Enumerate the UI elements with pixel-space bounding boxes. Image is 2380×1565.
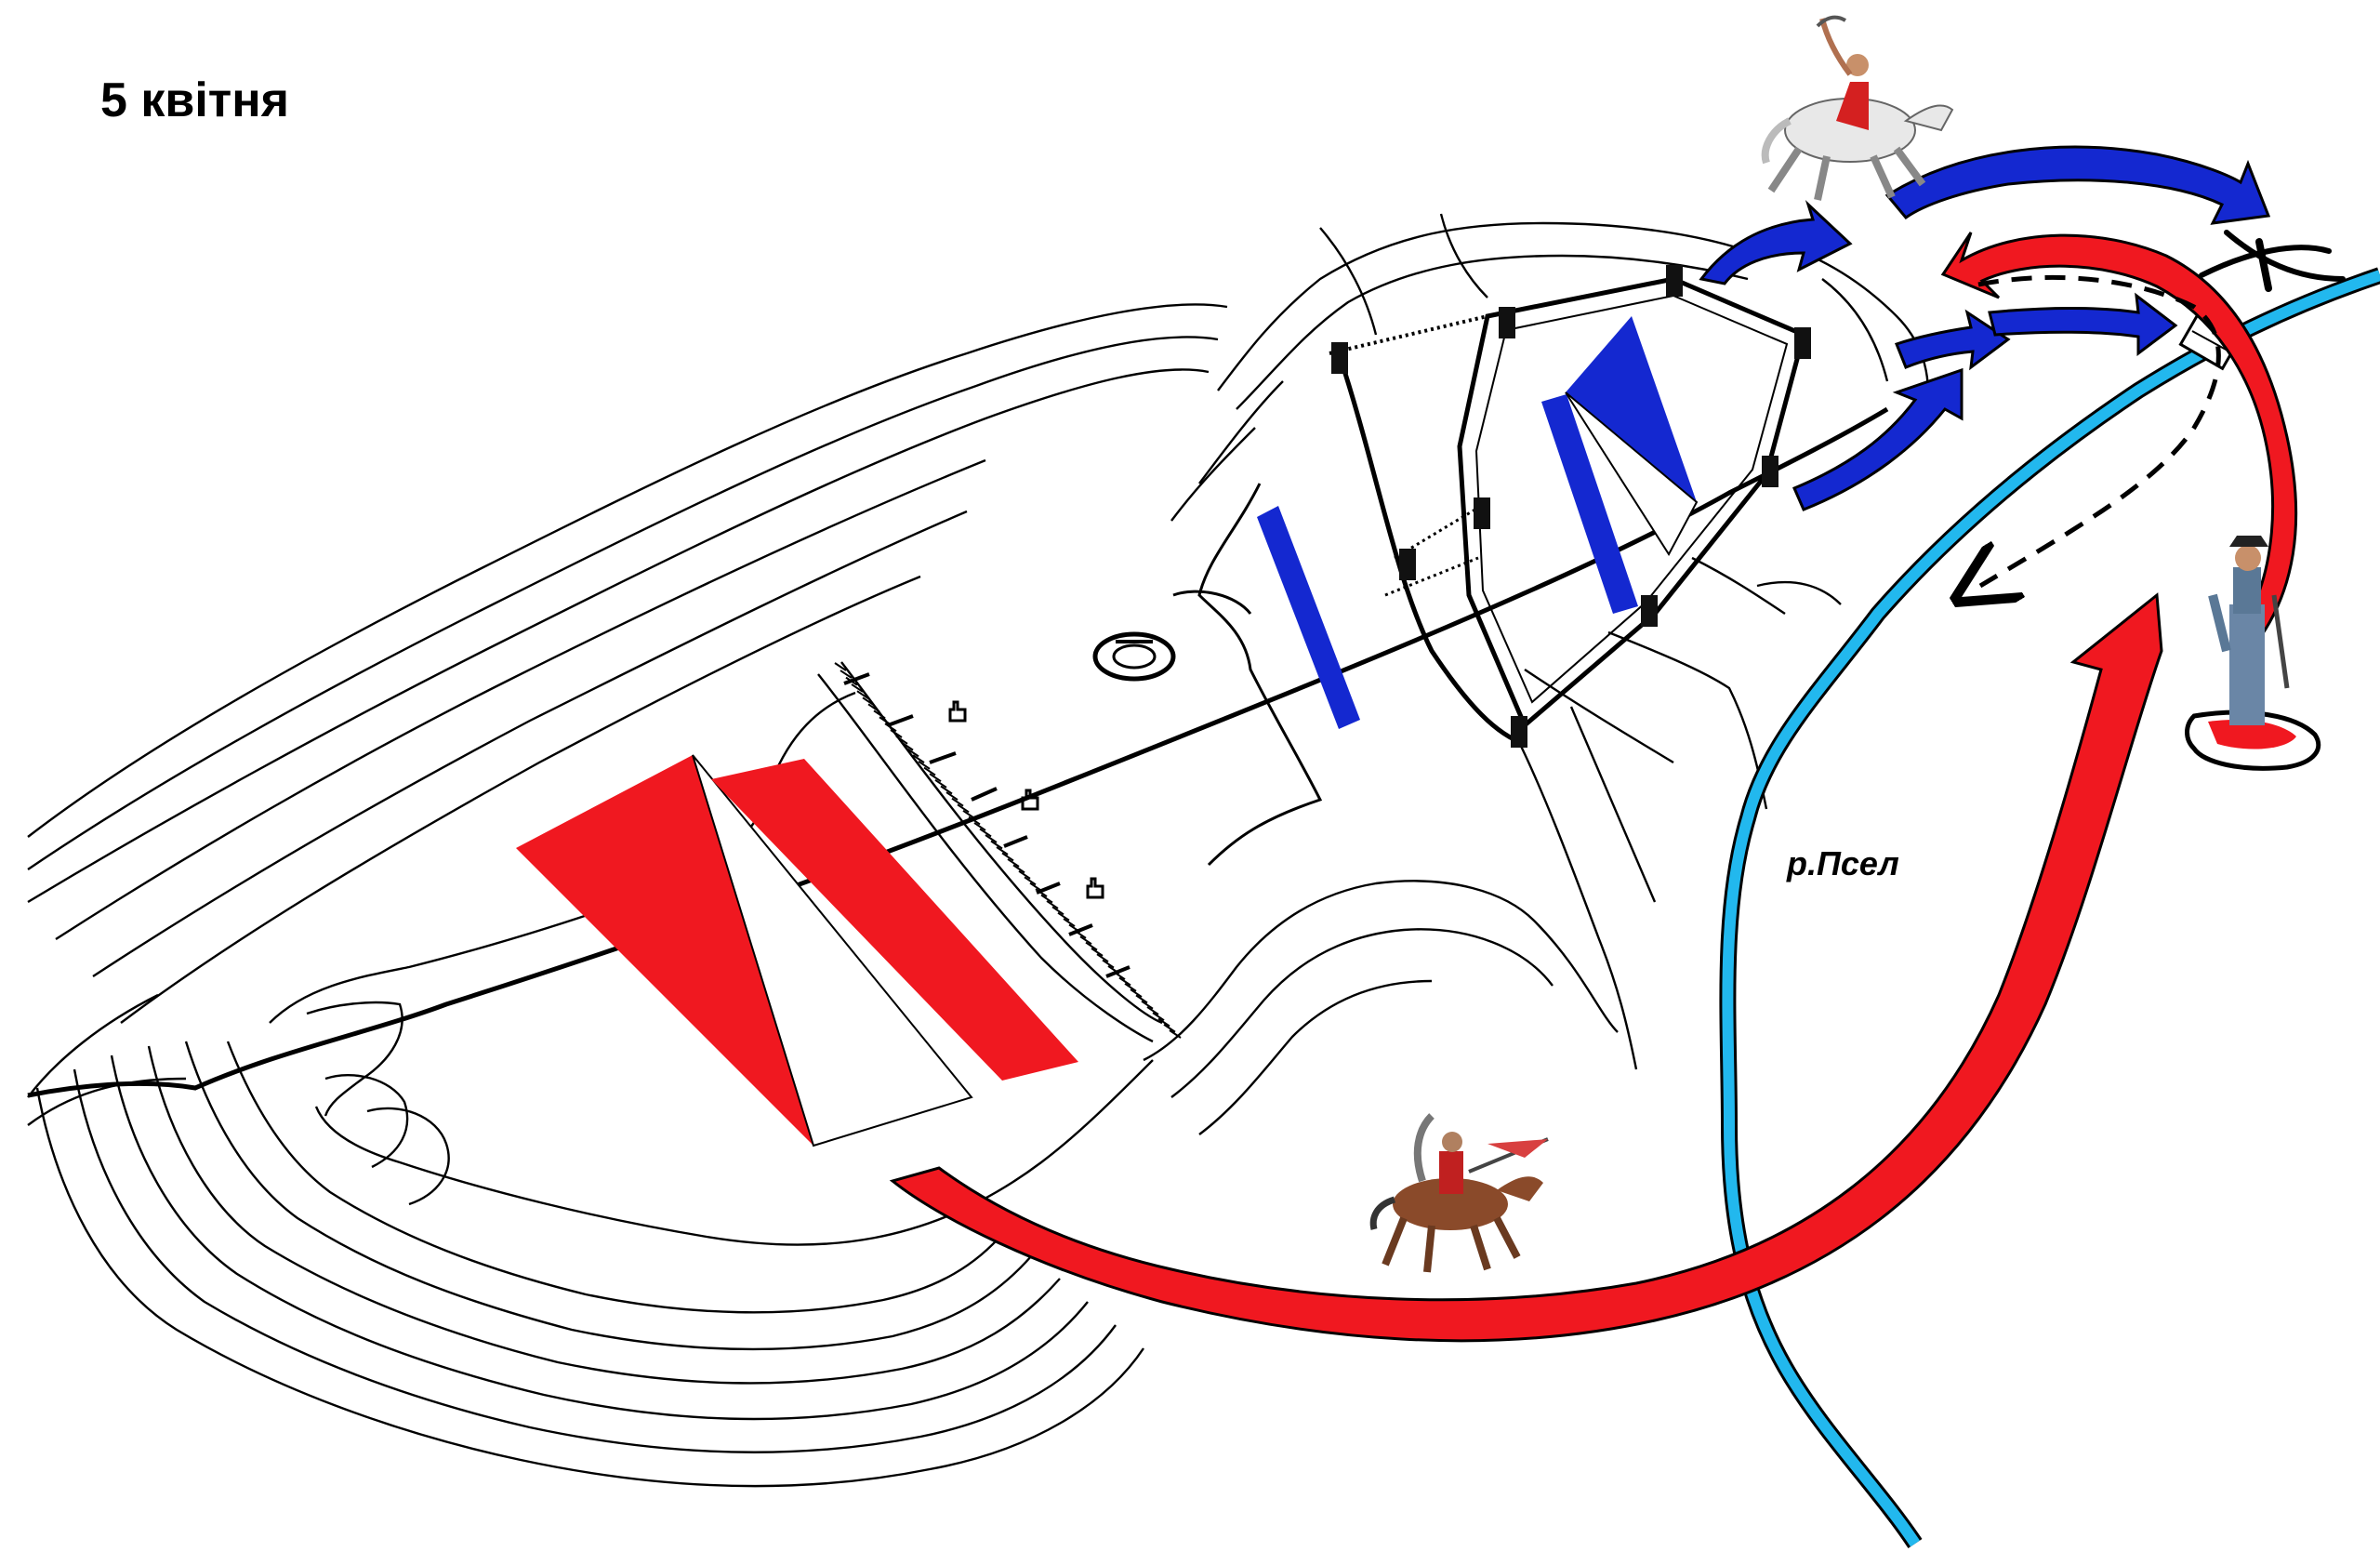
retreat-route-dashed — [1978, 274, 2221, 586]
terrain-contours — [27, 213, 1929, 1488]
earthwork-hachures — [817, 661, 1182, 1043]
map-title: 5 квітня — [100, 73, 290, 127]
standing-soldier-icon — [2185, 536, 2321, 771]
red-attack-arrow-south — [889, 592, 2163, 1343]
cossack-horseman-icon — [1761, 15, 1954, 201]
hussar-horseman-icon — [1369, 1113, 1549, 1273]
blue-army-formation — [1257, 316, 1699, 729]
river-label: р.Псел — [1787, 844, 1899, 882]
redoubt-icon — [1092, 631, 1176, 682]
red-army-formation — [516, 754, 1078, 1147]
blue-sally-arrows — [1699, 145, 2271, 511]
fortress — [1172, 265, 1811, 867]
crossed-sabres-icon — [2199, 230, 2346, 292]
